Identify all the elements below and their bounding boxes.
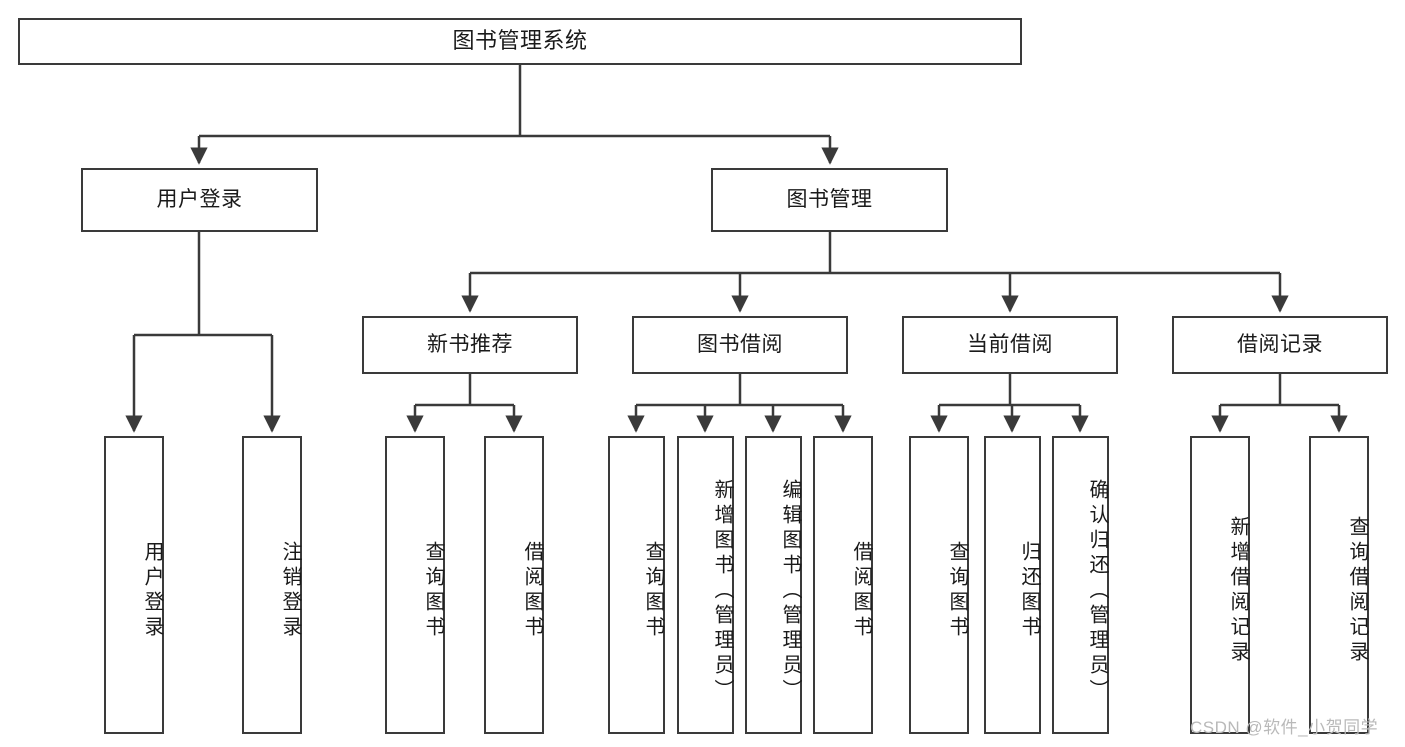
node-user-login-label: 用户登录: [156, 188, 243, 212]
node-book-borrow[interactable]: 图书借阅: [632, 316, 848, 374]
node-leaf-borrow-book-1[interactable]: 借阅图书: [484, 436, 544, 734]
node-leaf-confirm-return-label: 确认归还（管理员）: [1086, 478, 1108, 704]
node-leaf-borrow-book-2[interactable]: 借阅图书: [813, 436, 873, 734]
node-leaf-logout[interactable]: 注销登录: [242, 436, 302, 734]
node-root-label: 图书管理系统: [452, 28, 588, 54]
node-leaf-query-record-label: 查询借阅记录: [1346, 516, 1368, 666]
node-borrow-record[interactable]: 借阅记录: [1172, 316, 1388, 374]
node-leaf-add-book[interactable]: 新增图书（管理员）: [677, 436, 734, 734]
watermark: CSDN @软件_小贺同学: [1190, 718, 1379, 737]
node-leaf-add-record[interactable]: 新增借阅记录: [1190, 436, 1250, 734]
node-leaf-user-login[interactable]: 用户登录: [104, 436, 164, 734]
node-leaf-query-book-2-label: 查询图书: [642, 541, 664, 641]
node-leaf-logout-label: 注销登录: [279, 541, 301, 641]
node-leaf-return-book-label: 归还图书: [1018, 541, 1040, 641]
node-leaf-return-book[interactable]: 归还图书: [984, 436, 1041, 734]
node-current-borrow-label: 当前借阅: [967, 333, 1053, 357]
node-book-manage[interactable]: 图书管理: [711, 168, 948, 232]
node-leaf-add-record-label: 新增借阅记录: [1227, 516, 1249, 666]
node-leaf-borrow-book-2-label: 借阅图书: [850, 541, 872, 641]
node-book-borrow-label: 图书借阅: [697, 333, 783, 357]
node-leaf-confirm-return[interactable]: 确认归还（管理员）: [1052, 436, 1109, 734]
node-new-book-recommend-label: 新书推荐: [427, 333, 513, 357]
node-current-borrow[interactable]: 当前借阅: [902, 316, 1118, 374]
node-root[interactable]: 图书管理系统: [18, 18, 1022, 65]
node-leaf-query-book-3-label: 查询图书: [946, 541, 968, 641]
node-user-login[interactable]: 用户登录: [81, 168, 318, 232]
node-leaf-query-book-2[interactable]: 查询图书: [608, 436, 665, 734]
node-new-book-recommend[interactable]: 新书推荐: [362, 316, 578, 374]
node-leaf-edit-book[interactable]: 编辑图书（管理员）: [745, 436, 802, 734]
node-leaf-query-book-1-label: 查询图书: [422, 541, 444, 641]
node-leaf-query-record[interactable]: 查询借阅记录: [1309, 436, 1369, 734]
node-leaf-borrow-book-1-label: 借阅图书: [521, 541, 543, 641]
node-leaf-query-book-3[interactable]: 查询图书: [909, 436, 969, 734]
node-book-manage-label: 图书管理: [786, 188, 873, 212]
node-borrow-record-label: 借阅记录: [1237, 333, 1323, 357]
node-leaf-user-login-label: 用户登录: [141, 541, 163, 641]
node-leaf-query-book-1[interactable]: 查询图书: [385, 436, 445, 734]
node-leaf-add-book-label: 新增图书（管理员）: [711, 478, 733, 704]
node-leaf-edit-book-label: 编辑图书（管理员）: [779, 478, 801, 704]
